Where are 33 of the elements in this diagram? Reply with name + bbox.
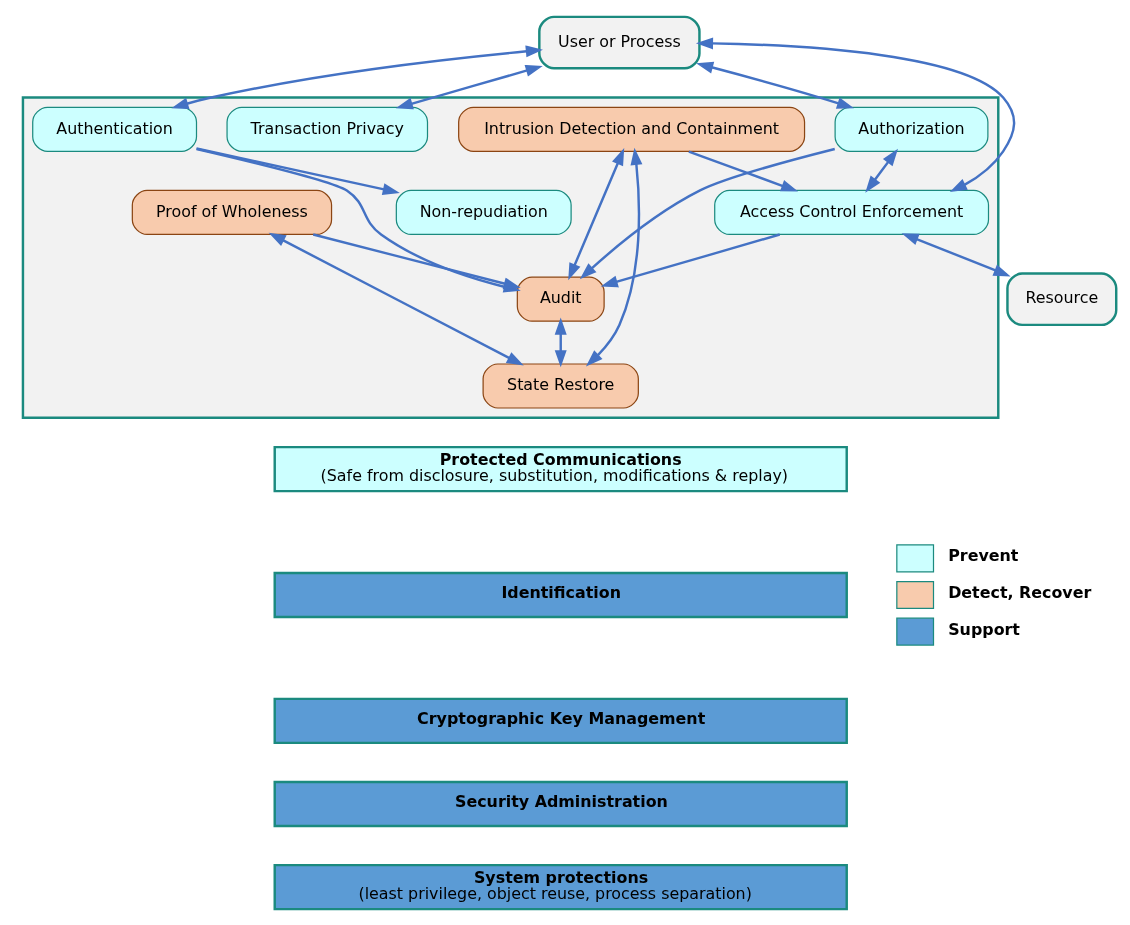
node-box: Proof of Wholeness [131,189,333,235]
arrow [312,232,521,289]
arrow [695,36,1016,192]
arrow [688,149,799,192]
node-box: Non-repudiation [395,189,572,235]
arrow [554,317,567,367]
node-box: Identification [273,571,848,618]
node-box: Authorization [834,106,989,152]
node-box: Audit [516,276,605,322]
node-box: System protections (least privilege, object reuse, process separation) [273,863,848,910]
arrow [696,61,855,109]
arrow [395,64,543,109]
arrow [901,232,1011,277]
legend-label: Support [948,619,1020,639]
arrow [196,146,400,195]
node-box: Security Administration [273,780,848,827]
node-box: Resource [1006,271,1118,326]
node-box: Cryptographic Key Management [273,697,848,744]
node-box: State Restore [482,362,639,409]
node-box: Intrusion Detection and Containment [458,106,806,152]
node-box: User or Process [538,15,701,69]
arrow [579,147,836,279]
arrow [600,232,781,287]
arrow [585,147,643,366]
arrow [568,147,625,280]
arrow [865,148,898,193]
node-box: Transaction Privacy [226,106,429,152]
node-box: Access Control Enforcement [714,189,990,235]
node-box: Authentication [32,106,198,152]
legend-label: Detect, Recover [948,582,1092,602]
node-box: Protected Communications (Safe from disclosure, substitution, modifications & replay) [273,445,848,492]
legend-label: Prevent [948,545,1019,565]
arrow [171,44,543,109]
